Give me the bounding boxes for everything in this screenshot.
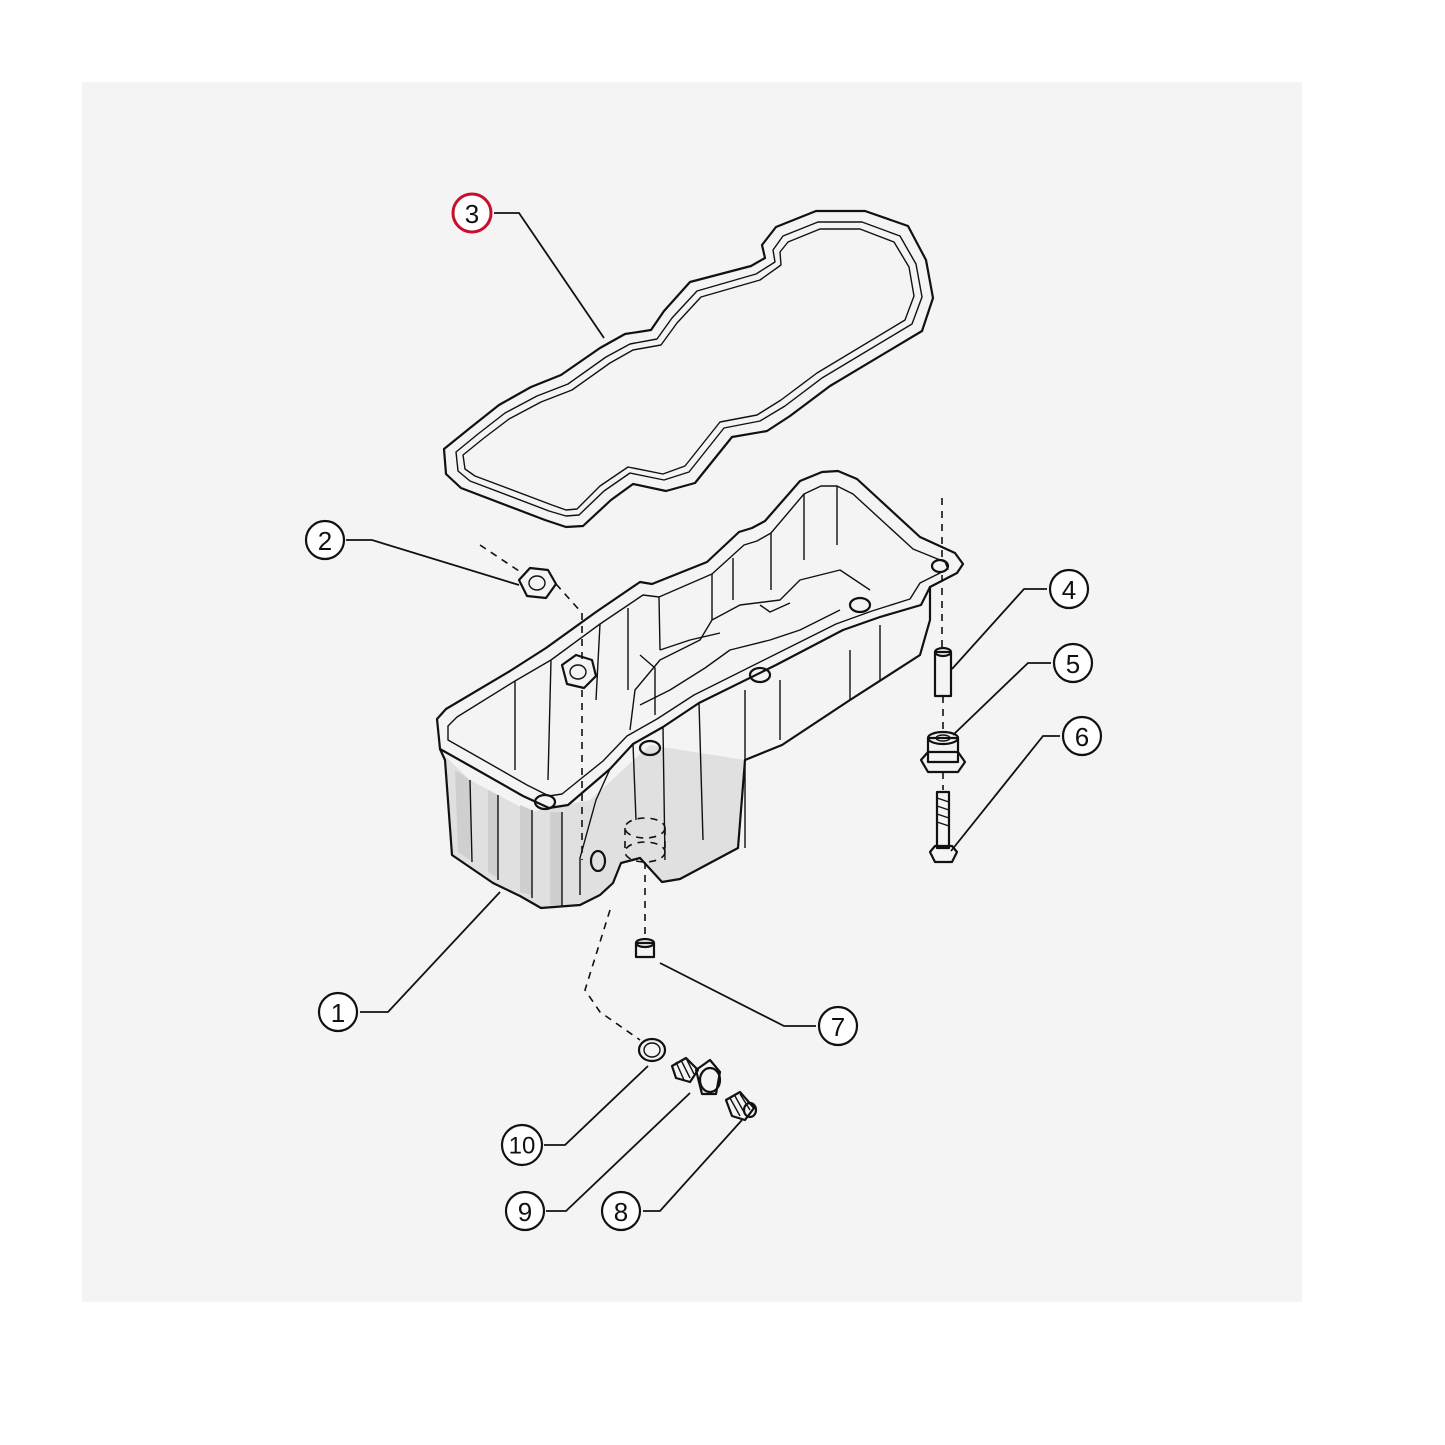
callout-8-circle: [600, 1190, 642, 1232]
callout-4-label: 4: [1062, 575, 1076, 605]
callout-6-label: 6: [1075, 722, 1089, 752]
part-sealing-ring: [637, 1037, 667, 1063]
part-oil-pan-gasket: [442, 209, 935, 529]
callout-10[interactable]: 10: [500, 1123, 544, 1167]
callout-7-label: 7: [831, 1012, 845, 1042]
part-spacer-sleeve: [933, 498, 953, 735]
part-oil-pan: [435, 469, 965, 910]
part-plug-screw: [724, 1090, 758, 1122]
diagram-sheet: [82, 82, 1302, 1302]
callout-9-circle: [504, 1190, 546, 1232]
part-drain-plug: [670, 1056, 722, 1096]
callout-9-label: 9: [518, 1197, 532, 1227]
callout-5[interactable]: 5: [1052, 642, 1094, 684]
nut-mounted: [560, 653, 598, 690]
callout-8[interactable]: 8: [600, 1190, 642, 1232]
callout-1-circle: [317, 991, 359, 1033]
callout-10-label: 10: [509, 1133, 536, 1160]
callout-4-circle: [1048, 568, 1090, 610]
callout-1-label: 1: [331, 998, 345, 1028]
callout-3-circle: [451, 192, 493, 234]
callout-9[interactable]: 9: [504, 1190, 546, 1232]
part-isolator-grommet: [919, 730, 967, 790]
part-nut: [479, 544, 583, 860]
callout-2-circle: [304, 519, 346, 561]
callout-2[interactable]: 2: [304, 519, 346, 561]
callout-5-label: 5: [1066, 649, 1080, 679]
callout-10-circle: [500, 1123, 544, 1167]
callout-4[interactable]: 4: [1048, 568, 1090, 610]
callout-5-circle: [1052, 642, 1094, 684]
part-plug: [634, 862, 656, 959]
callout-6[interactable]: 6: [1061, 715, 1103, 757]
callout-1[interactable]: 1: [317, 991, 359, 1033]
part-bolt: [928, 790, 959, 864]
callout-3[interactable]: 3: [451, 192, 493, 234]
callout-8-label: 8: [614, 1197, 628, 1227]
callout-2-label: 2: [318, 526, 332, 556]
callout-7[interactable]: 7: [817, 1005, 859, 1047]
callout-7-circle: [817, 1005, 859, 1047]
leader-lines: [346, 212, 1060, 1212]
callout-6-circle: [1061, 715, 1103, 757]
callout-3-label: 3: [465, 199, 479, 229]
